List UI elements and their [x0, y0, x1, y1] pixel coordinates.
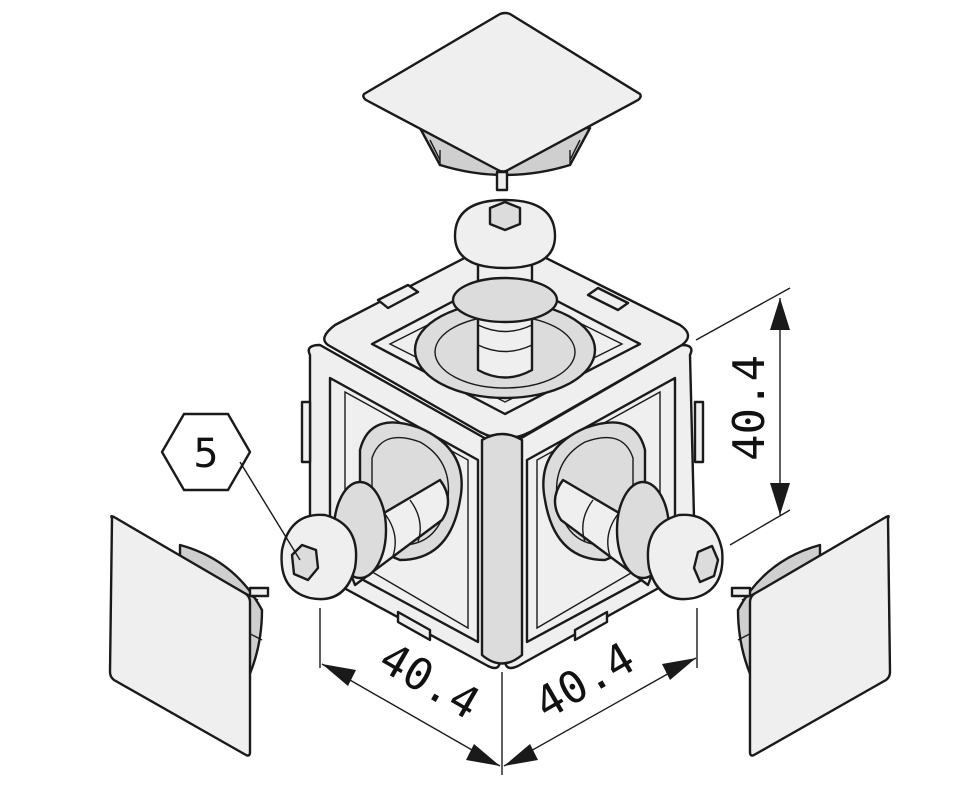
height-dimension: 40.4	[695, 287, 791, 546]
right-end-cap	[730, 515, 892, 757]
height-dimension-value: 40.4	[724, 355, 775, 461]
callout-label: 5	[193, 431, 218, 477]
callout-hexagon: 5	[160, 412, 301, 561]
left-button-head-screw	[280, 478, 450, 601]
top-button-head-screw	[451, 198, 559, 379]
left-end-cap	[108, 515, 270, 757]
right-button-head-screw	[553, 478, 724, 601]
top-end-cap	[362, 11, 642, 192]
